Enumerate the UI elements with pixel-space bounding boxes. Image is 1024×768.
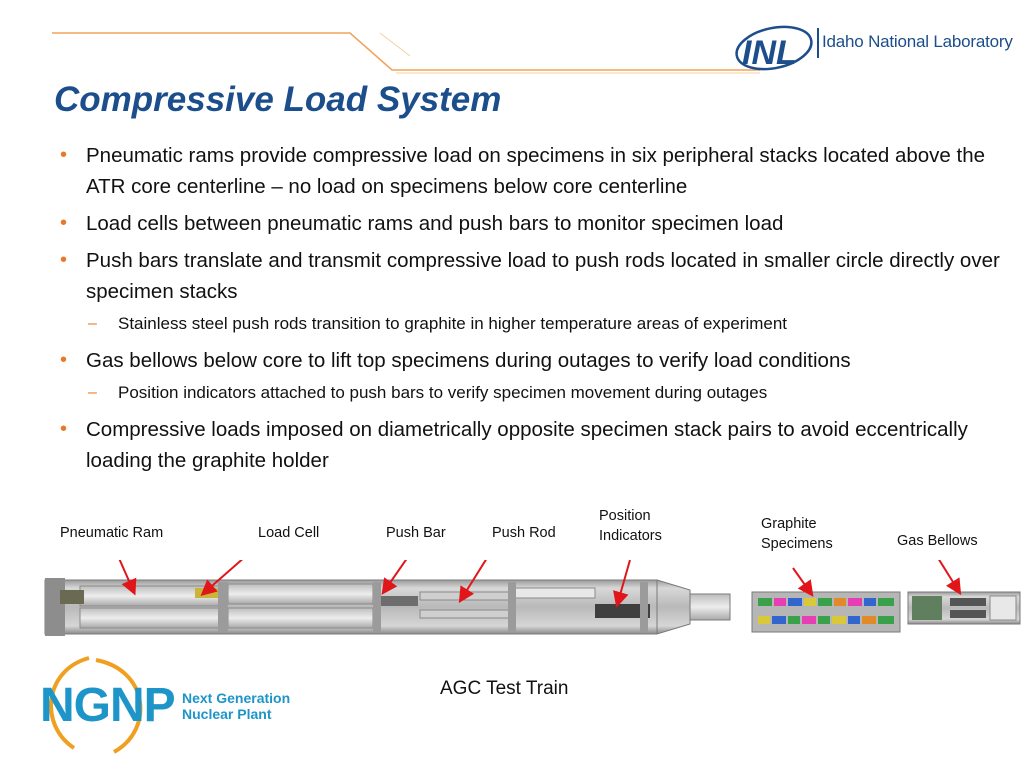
- ngnp-logo: NGNP Next Generation Nuclear Plant: [34, 650, 304, 760]
- svg-text:INL: INL: [742, 34, 797, 72]
- label-push-rod: Push Rod: [492, 525, 556, 541]
- page-title: Compressive Load System: [54, 80, 502, 119]
- label-position-line1: Position: [599, 508, 651, 524]
- header-decoration: [52, 32, 760, 74]
- ngnp-logo-word: NGNP: [40, 679, 176, 732]
- label-push-bar: Push Bar: [386, 525, 446, 541]
- inl-logo: INL Idaho National Laboratory: [732, 20, 1013, 76]
- label-pneumatic-ram: Pneumatic Ram: [60, 525, 164, 541]
- label-position-line2: Indicators: [599, 528, 662, 544]
- graphite-specimens-section: [751, 591, 901, 633]
- gas-bellows-section: [907, 591, 1021, 625]
- sub-bullet-item: Stainless steel push rods transition to …: [58, 311, 1008, 337]
- bullet-item: Load cells between pneumatic rams and pu…: [58, 208, 1008, 239]
- bullet-list: Pneumatic rams provide compressive load …: [58, 140, 1008, 482]
- label-graphite-line1: Graphite: [761, 516, 817, 532]
- red-arrows: [118, 560, 962, 608]
- agc-test-train-figure: [44, 560, 1021, 636]
- bullet-item: Compressive loads imposed on diametrical…: [58, 414, 1008, 476]
- label-load-cell: Load Cell: [258, 525, 320, 541]
- ngnp-subtitle-line2: Nuclear Plant: [182, 706, 272, 722]
- figure-caption: AGC Test Train: [440, 678, 569, 699]
- bullet-item: Pneumatic rams provide compressive load …: [58, 140, 1008, 202]
- inl-logo-mark-icon: INL: [735, 25, 813, 72]
- label-graphite-line2: Specimens: [761, 536, 833, 552]
- ngnp-subtitle-line1: Next Generation: [182, 690, 291, 706]
- sub-bullet-item: Position indicators attached to push bar…: [58, 380, 1008, 406]
- main-train-assembly: [44, 578, 731, 636]
- ngnp-swoosh-icon: [49, 656, 143, 754]
- ngnp-logo-subtitle: Next Generation Nuclear Plant: [182, 690, 290, 722]
- inl-logo-text: Idaho National Laboratory: [817, 28, 1013, 58]
- bullet-item: Gas bellows below core to lift top speci…: [58, 345, 1008, 376]
- bullet-item: Push bars translate and transmit compres…: [58, 245, 1008, 307]
- label-gas-bellows: Gas Bellows: [897, 533, 978, 549]
